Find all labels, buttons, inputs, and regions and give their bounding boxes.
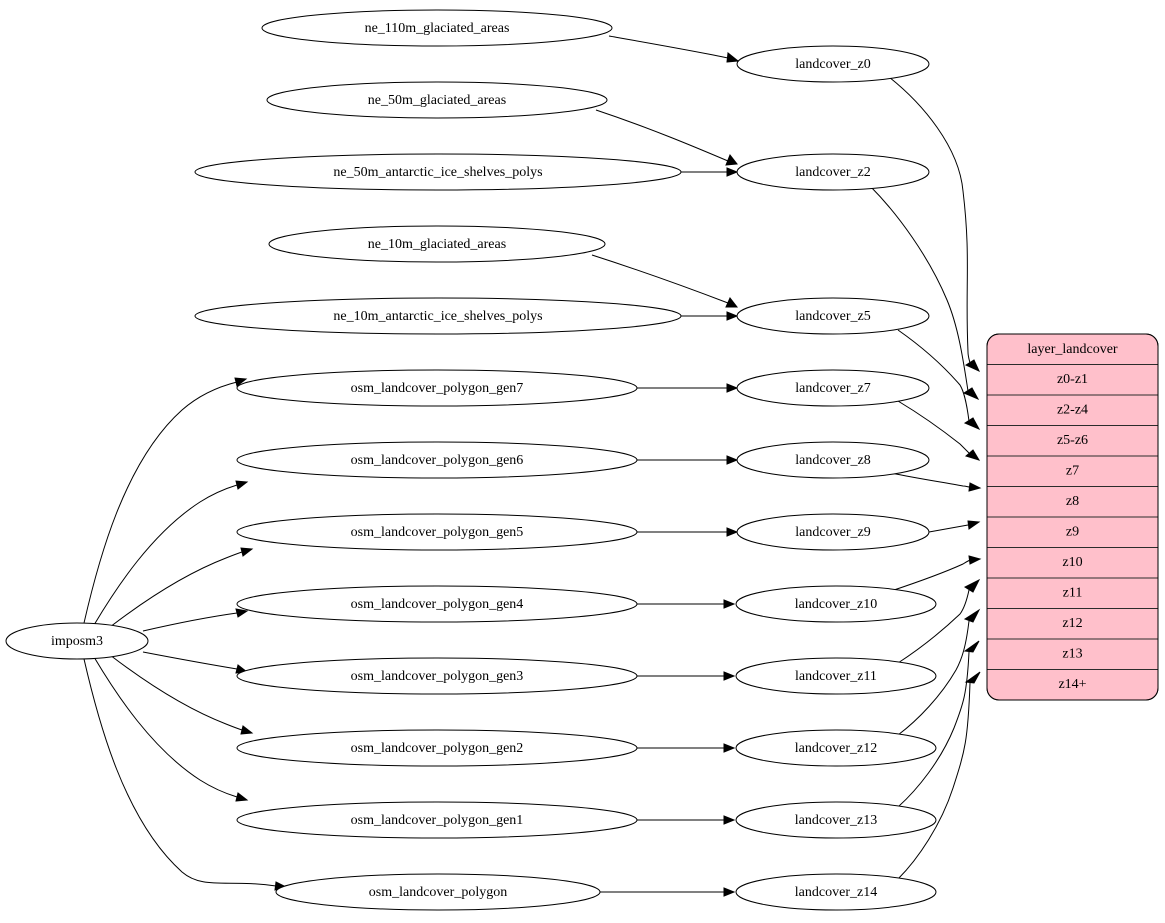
node-label: landcover_z14 — [795, 885, 877, 900]
edge-imposm3-to-gen7 — [83, 377, 248, 624]
node-label: osm_landcover_polygon_gen3 — [351, 669, 524, 684]
edge-imposm3-to-gen5 — [109, 547, 254, 628]
edge-gen6-to-z8 — [637, 455, 739, 465]
node-osm_landcover_polygon_gen4[interactable]: osm_landcover_polygon_gen4 — [236, 585, 638, 623]
node-label: ne_110m_glaciated_areas — [365, 21, 510, 36]
table-row-label[interactable]: z5-z6 — [1057, 433, 1088, 448]
edge-z11-to-row-z11 — [897, 578, 981, 664]
node-label: ne_50m_glaciated_areas — [368, 93, 506, 108]
node-label: ne_50m_antarctic_ice_shelves_polys — [333, 165, 542, 180]
node-label: landcover_z0 — [795, 57, 870, 72]
table-row-label[interactable]: z11 — [1063, 586, 1083, 601]
edge-gen1-to-z13 — [637, 815, 736, 825]
node-label: osm_landcover_polygon_gen4 — [351, 597, 524, 612]
edge-ne50mant-to-z2 — [681, 167, 739, 177]
edge-z13-to-row-z13 — [897, 640, 980, 808]
edge-gen2-to-z12 — [637, 743, 736, 753]
node-imposm3[interactable]: imposm3 — [5, 622, 149, 660]
edge-z12-to-row-z12 — [897, 608, 981, 736]
table-row-label[interactable]: z7 — [1066, 464, 1079, 479]
node-osm_landcover_polygon_gen7[interactable]: osm_landcover_polygon_gen7 — [236, 369, 638, 407]
node-label: landcover_z13 — [795, 813, 877, 828]
edge-z8-to-row-z8 — [890, 472, 982, 492]
table-row-label[interactable]: z2-z4 — [1057, 403, 1088, 418]
edge-ne10mglac-to-z5 — [591, 254, 739, 308]
edge-z5-to-row-z5z6 — [897, 329, 981, 431]
node-label: landcover_z11 — [795, 669, 877, 684]
edge-z0-to-row-z0z1 — [888, 76, 981, 373]
node-osm_landcover_polygon_gen1[interactable]: osm_landcover_polygon_gen1 — [236, 801, 638, 839]
edge-z10-to-row-z10 — [890, 555, 982, 592]
edge-imposm3-to-gen3 — [142, 651, 249, 674]
node-label: osm_landcover_polygon_gen7 — [351, 381, 524, 396]
edge-imposm3-to-gen1 — [93, 656, 249, 802]
node-label: osm_landcover_polygon_gen1 — [351, 813, 524, 828]
edge-imposm3-to-gen4 — [142, 608, 249, 632]
node-label: osm_landcover_polygon_gen5 — [351, 525, 524, 540]
table-row-label[interactable]: z14+ — [1058, 677, 1086, 692]
node-label: landcover_z7 — [795, 381, 870, 396]
edge-imposm3-to-gen2 — [109, 654, 254, 735]
edge-ne110m-to-z0 — [608, 35, 740, 63]
node-landcover_z0[interactable]: landcover_z0 — [736, 45, 930, 83]
node-label: landcover_z10 — [795, 597, 877, 612]
table-row-label[interactable]: z12 — [1062, 616, 1082, 631]
edge-ne10mant-to-z5 — [681, 311, 739, 321]
node-osm_landcover_polygon[interactable]: osm_landcover_polygon — [275, 873, 601, 911]
edge-z7-to-row-z7 — [897, 400, 981, 461]
node-label: landcover_z8 — [795, 453, 870, 468]
edge-z2-to-row-z2z4 — [869, 185, 980, 401]
edge-layer — [83, 35, 982, 897]
edge-ne50mglac-to-z2 — [595, 109, 738, 166]
node-label: landcover_z12 — [795, 741, 877, 756]
table-row-label[interactable]: z0-z1 — [1057, 372, 1088, 387]
node-landcover_z13[interactable]: landcover_z13 — [735, 801, 937, 839]
node-ne_10m_antarctic_ice_shelves_polys[interactable]: ne_10m_antarctic_ice_shelves_polys — [194, 297, 682, 335]
node-landcover_z2[interactable]: landcover_z2 — [736, 153, 930, 191]
node-label: landcover_z9 — [795, 525, 870, 540]
node-osm_landcover_polygon_gen3[interactable]: osm_landcover_polygon_gen3 — [236, 657, 638, 695]
edge-gen3-to-z11 — [637, 671, 736, 681]
node-landcover_z5[interactable]: landcover_z5 — [736, 297, 930, 335]
node-label: osm_landcover_polygon_gen6 — [351, 453, 524, 468]
node-osm_landcover_polygon_gen6[interactable]: osm_landcover_polygon_gen6 — [236, 441, 638, 479]
node-label: osm_landcover_polygon — [369, 885, 507, 900]
edge-imposm3-to-polygon — [83, 658, 288, 891]
node-ne_110m_glaciated_areas[interactable]: ne_110m_glaciated_areas — [261, 9, 613, 47]
node-landcover_z8[interactable]: landcover_z8 — [736, 441, 930, 479]
node-landcover_z11[interactable]: landcover_z11 — [735, 657, 937, 695]
table-row-label[interactable]: z8 — [1066, 494, 1079, 509]
node-landcover_z9[interactable]: landcover_z9 — [736, 513, 930, 551]
edge-gen4-to-z10 — [637, 599, 736, 609]
node-landcover_z7[interactable]: landcover_z7 — [736, 369, 930, 407]
table-title: layer_landcover — [1027, 342, 1118, 357]
table-row-label[interactable]: z13 — [1062, 647, 1082, 662]
edge-polygon-to-z14 — [600, 887, 736, 897]
node-landcover_z12[interactable]: landcover_z12 — [735, 729, 937, 767]
table-row-label[interactable]: z10 — [1062, 555, 1082, 570]
edge-gen7-to-z7 — [637, 383, 739, 393]
node-label: osm_landcover_polygon_gen2 — [351, 741, 524, 756]
edge-gen5-to-z9 — [637, 527, 739, 537]
node-layer_landcover-table[interactable]: layer_landcover z0-z1 z2-z4 z5-z6 z7 z8 … — [986, 333, 1159, 701]
edge-z9-to-row-z9 — [928, 520, 981, 533]
node-ne_10m_glaciated_areas[interactable]: ne_10m_glaciated_areas — [268, 225, 606, 263]
node-ne_50m_glaciated_areas[interactable]: ne_50m_glaciated_areas — [266, 81, 608, 119]
node-landcover_z14[interactable]: landcover_z14 — [735, 873, 937, 911]
node-landcover_z10[interactable]: landcover_z10 — [735, 585, 937, 623]
node-imposm3-label: imposm3 — [51, 634, 103, 649]
node-label: ne_10m_antarctic_ice_shelves_polys — [333, 309, 542, 324]
node-label: ne_10m_glaciated_areas — [368, 237, 506, 252]
node-label: landcover_z5 — [795, 309, 870, 324]
node-ne_50m_antarctic_ice_shelves_polys[interactable]: ne_50m_antarctic_ice_shelves_polys — [194, 153, 682, 191]
node-osm_landcover_polygon_gen5[interactable]: osm_landcover_polygon_gen5 — [236, 513, 638, 551]
edge-imposm3-to-gen6 — [93, 480, 249, 626]
node-osm_landcover_polygon_gen2[interactable]: osm_landcover_polygon_gen2 — [236, 729, 638, 767]
table-row-label[interactable]: z9 — [1066, 525, 1079, 540]
edge-z14-to-row-z14plus — [897, 671, 981, 880]
node-label: landcover_z2 — [795, 165, 870, 180]
